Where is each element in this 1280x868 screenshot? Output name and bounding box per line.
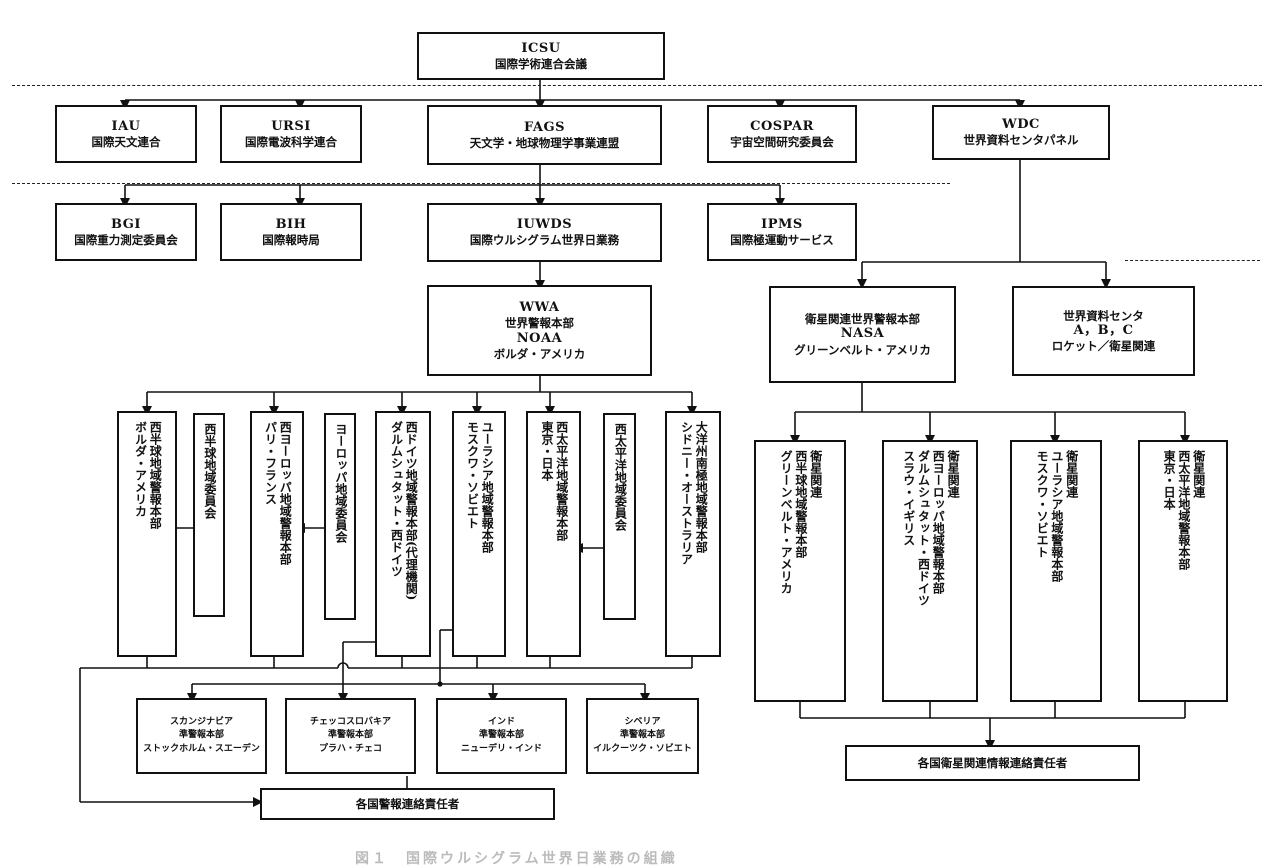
wwa-location: ボルダ・アメリカ [493, 346, 586, 361]
associate-center: チェッコスロバキア 準警報本部 プラハ・チェコ [285, 698, 416, 774]
bih-en: BIH [275, 216, 307, 232]
wdc-center-type: ロケット／衛星関連 [1051, 339, 1156, 354]
regional-center: 西ドイツ地域警報本部(代理機関) ダルムシュタット・西ドイツ [375, 411, 431, 657]
associate-center: スカンジナビア 準警報本部 ストックホルム・スエーデン [136, 698, 267, 774]
ipms-en: IPMS [761, 216, 803, 232]
satellite-agency: NASA [840, 326, 885, 342]
iuwds-en: IUWDS [516, 217, 573, 233]
regional-center: 西太平洋地域警報本部 東京・日本 [526, 411, 581, 657]
icsu-ja: 国際学術連合会議 [495, 56, 587, 71]
sat-regional-center: 衛星関連 西ヨーロッパ地域警報本部 ダルムシュタット・西ドイツ スラウ・イギリス [882, 440, 978, 702]
iuwds-ja: 国際ウルシグラム世界日業務 [469, 233, 620, 248]
ursi-ja: 国際電波科学連合 [245, 134, 337, 149]
fags-box: FAGS 天文学・地球物理学事業連盟 [427, 105, 662, 165]
wwa-subtitle: 世界警報本部 [505, 316, 574, 331]
regional-committee: 西太平洋地域委員会 [603, 413, 636, 620]
associate-center: インド 準警報本部 ニューデリ・インド [436, 698, 567, 774]
dashed-separator [12, 183, 950, 184]
sat-regional-center: 衛星関連 西太平洋地域警報本部 東京・日本 [1138, 440, 1228, 702]
liaison-label: 各国警報連絡責任者 [355, 796, 460, 811]
icsu-box: ICSU 国際学術連合会議 [417, 32, 665, 80]
fags-en: FAGS [523, 119, 566, 135]
wwa-agency: NOAA [516, 330, 563, 346]
dashed-separator [1125, 260, 1260, 261]
bih-box: BIH 国際報時局 [220, 203, 362, 261]
regional-center: 西半球地域警報本部 ボルダ・アメリカ [117, 411, 177, 657]
wwa-title: WWA [519, 299, 560, 315]
wdc-center-title: 世界資料センタ [1063, 308, 1144, 323]
bgi-en: BGI [111, 216, 141, 232]
ursi-box: URSI 国際電波科学連合 [220, 105, 362, 163]
wdc-box: WDC 世界資料センタパネル [932, 105, 1110, 160]
iau-ja: 国際天文連合 [91, 134, 161, 149]
wdc-ja: 世界資料センタパネル [963, 133, 1079, 148]
figure-caption: 図１ 国際ウルシグラム世界日業務の組織 [355, 851, 678, 867]
sat-liaison-box: 各国衛星関連情報連絡責任者 [845, 745, 1140, 781]
regional-center: 大洋州南極地域警報本部 シドニー・オーストラリア [665, 411, 721, 657]
sat-regional-center: 衛星関連 西半球地域警報本部 グリーンベルト・アメリカ [754, 440, 846, 702]
iau-en: IAU [111, 118, 141, 134]
cospar-ja: 宇宙空間研究委員会 [730, 134, 834, 149]
bgi-ja: 国際重力測定委員会 [74, 232, 178, 247]
wdc-en: WDC [1002, 117, 1040, 133]
ursi-en: URSI [271, 118, 311, 134]
regional-committee: 西半球地域委員会 [193, 413, 225, 617]
sat-liaison-label: 各国衛星関連情報連絡責任者 [917, 755, 1068, 770]
ipms-box: IPMS 国際極運動サービス [707, 203, 857, 261]
wdc-center-abc: A，B，C [1073, 322, 1134, 338]
satellite-location: グリーンベルト・アメリカ [794, 342, 931, 357]
regional-center: 西ヨーロッパ地域警報本部 パリ・フランス [250, 411, 304, 657]
fags-ja: 天文学・地球物理学事業連盟 [469, 135, 620, 150]
regional-center: ユーラシア地域警報本部 モスクワ・ソビエト [452, 411, 506, 657]
cospar-box: COSPAR 宇宙空間研究委員会 [707, 105, 857, 163]
iuwds-box: IUWDS 国際ウルシグラム世界日業務 [427, 203, 662, 262]
dashed-separator [12, 85, 1262, 86]
satellite-wwa-box: 衛星関連世界警報本部 NASA グリーンベルト・アメリカ [769, 286, 956, 383]
iau-box: IAU 国際天文連合 [55, 105, 197, 163]
satellite-title: 衛星関連世界警報本部 [805, 312, 920, 326]
wdc-center-box: 世界資料センタ A，B，C ロケット／衛星関連 [1012, 286, 1195, 376]
regional-committee: ヨーロッパ地域委員会 [324, 413, 356, 620]
sat-regional-center: 衛星関連 ユーラシア地域警報本部 モスクワ・ソビエト [1010, 440, 1102, 702]
ipms-ja: 国際極運動サービス [730, 232, 834, 247]
wwa-box: WWA 世界警報本部 NOAA ボルダ・アメリカ [427, 285, 652, 376]
icsu-en: ICSU [521, 40, 561, 56]
liaison-box: 各国警報連絡責任者 [260, 788, 555, 820]
bih-ja: 国際報時局 [262, 232, 320, 247]
associate-center: シベリア 準警報本部 イルクーツク・ソビエト [586, 698, 699, 774]
cospar-en: COSPAR [750, 118, 814, 134]
bgi-box: BGI 国際重力測定委員会 [55, 203, 197, 261]
